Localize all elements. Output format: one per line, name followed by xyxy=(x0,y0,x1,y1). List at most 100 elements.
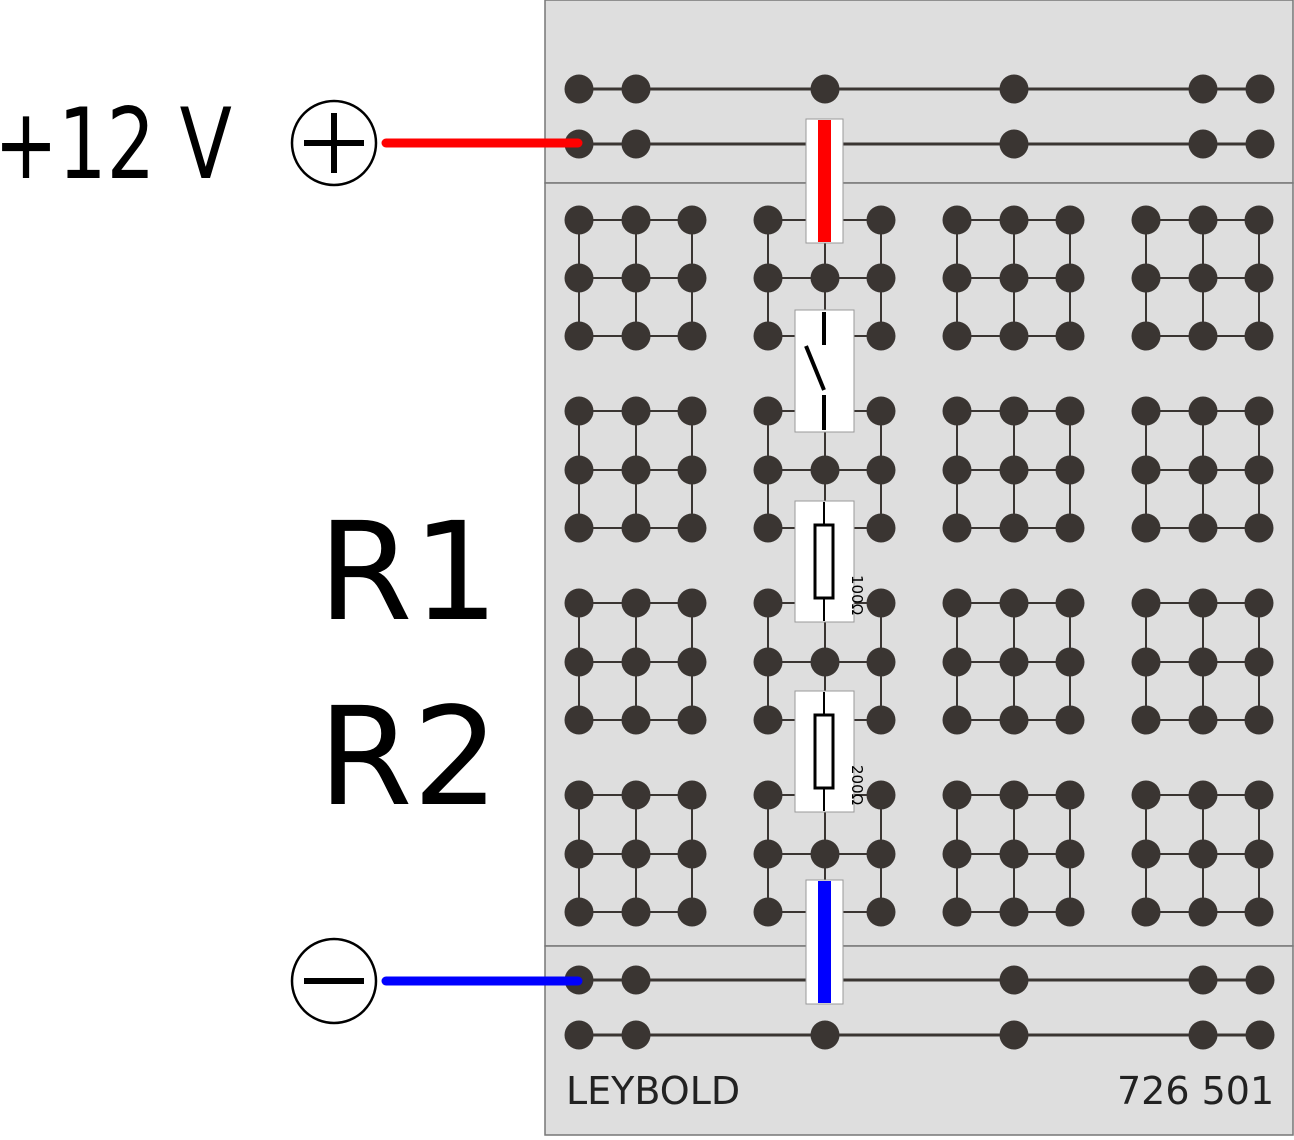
r1-resistor-element: 100Ω xyxy=(794,500,866,623)
grid-socket xyxy=(942,705,972,735)
grid-socket xyxy=(1055,513,1085,543)
grid-socket xyxy=(1131,839,1161,869)
rail-socket xyxy=(621,965,651,995)
grid-socket xyxy=(1131,205,1161,235)
rail-socket xyxy=(1245,129,1275,159)
rail-socket xyxy=(999,965,1029,995)
grid-socket xyxy=(564,513,594,543)
grid-socket xyxy=(866,839,896,869)
grid-socket xyxy=(753,205,783,235)
grid-socket xyxy=(942,513,972,543)
grid-socket xyxy=(677,205,707,235)
grid-socket xyxy=(810,647,840,677)
grid-socket xyxy=(677,455,707,485)
grid-socket xyxy=(1188,897,1218,927)
grid-socket xyxy=(810,263,840,293)
switch-element xyxy=(794,309,855,433)
grid-socket xyxy=(564,705,594,735)
grid-socket xyxy=(1131,780,1161,810)
grid-socket xyxy=(999,897,1029,927)
rail-socket xyxy=(621,74,651,104)
grid-socket xyxy=(1131,647,1161,677)
grid-socket xyxy=(621,263,651,293)
grid-socket xyxy=(1244,647,1274,677)
grid-socket xyxy=(564,839,594,869)
grid-socket xyxy=(866,455,896,485)
rail-socket xyxy=(1188,1020,1218,1050)
grid-socket xyxy=(753,897,783,927)
grid-socket xyxy=(564,321,594,351)
grid-socket xyxy=(866,780,896,810)
grid-socket xyxy=(677,839,707,869)
rail-socket xyxy=(1188,74,1218,104)
grid-socket xyxy=(1244,839,1274,869)
grid-socket xyxy=(999,588,1029,618)
grid-socket xyxy=(1131,321,1161,351)
board-model-label: 726 501 xyxy=(1117,1069,1275,1113)
grid-socket xyxy=(1055,455,1085,485)
board-top-rail xyxy=(544,0,1294,184)
grid-socket xyxy=(866,205,896,235)
grid-socket xyxy=(810,455,840,485)
rail-socket xyxy=(564,1020,594,1050)
rail-socket xyxy=(621,129,651,159)
r1-label: R1 xyxy=(318,494,500,652)
grid-socket xyxy=(999,839,1029,869)
grid-socket xyxy=(999,647,1029,677)
plus-terminal-icon xyxy=(290,99,378,187)
resistor-icon xyxy=(813,713,835,790)
grid-socket xyxy=(1244,396,1274,426)
resistor-icon xyxy=(813,523,835,600)
grid-socket xyxy=(753,455,783,485)
grid-socket xyxy=(1188,705,1218,735)
grid-socket xyxy=(999,321,1029,351)
grid-socket xyxy=(621,513,651,543)
grid-socket xyxy=(677,897,707,927)
grid-socket xyxy=(677,705,707,735)
grid-socket xyxy=(621,839,651,869)
grid-socket xyxy=(1244,455,1274,485)
grid-socket xyxy=(1131,263,1161,293)
grid-socket xyxy=(942,839,972,869)
grid-socket xyxy=(866,396,896,426)
grid-socket xyxy=(999,396,1029,426)
grid-socket xyxy=(564,455,594,485)
grid-socket xyxy=(866,647,896,677)
grid-socket xyxy=(621,897,651,927)
grid-socket xyxy=(564,263,594,293)
grid-socket xyxy=(1188,396,1218,426)
grid-sockets xyxy=(564,205,1274,927)
rail-socket xyxy=(1245,1020,1275,1050)
grid-socket xyxy=(1131,705,1161,735)
positive-connector xyxy=(805,118,844,244)
grid-socket xyxy=(1244,705,1274,735)
grid-socket xyxy=(677,321,707,351)
grid-socket xyxy=(564,396,594,426)
grid-socket xyxy=(753,780,783,810)
grid-socket xyxy=(753,513,783,543)
grid-socket xyxy=(942,588,972,618)
grid-socket xyxy=(1131,455,1161,485)
grid-socket xyxy=(1188,780,1218,810)
grid-socket xyxy=(1244,205,1274,235)
minus-terminal-icon xyxy=(290,937,378,1025)
grid-socket xyxy=(866,705,896,735)
rail-socket xyxy=(810,1020,840,1050)
rail-socket xyxy=(621,1020,651,1050)
r2-value-text: 200Ω xyxy=(848,765,866,805)
grid-socket xyxy=(621,396,651,426)
grid-socket xyxy=(1188,263,1218,293)
grid-socket xyxy=(866,897,896,927)
grid-socket xyxy=(1055,647,1085,677)
grid-socket xyxy=(621,780,651,810)
grid-socket xyxy=(1055,588,1085,618)
grid-socket xyxy=(999,205,1029,235)
grid-socket xyxy=(1055,263,1085,293)
grid-socket xyxy=(564,647,594,677)
grid-socket xyxy=(753,705,783,735)
grid-socket xyxy=(866,588,896,618)
grid-socket xyxy=(1055,205,1085,235)
grid-socket xyxy=(1188,321,1218,351)
grid-socket xyxy=(621,455,651,485)
rail-socket xyxy=(564,74,594,104)
